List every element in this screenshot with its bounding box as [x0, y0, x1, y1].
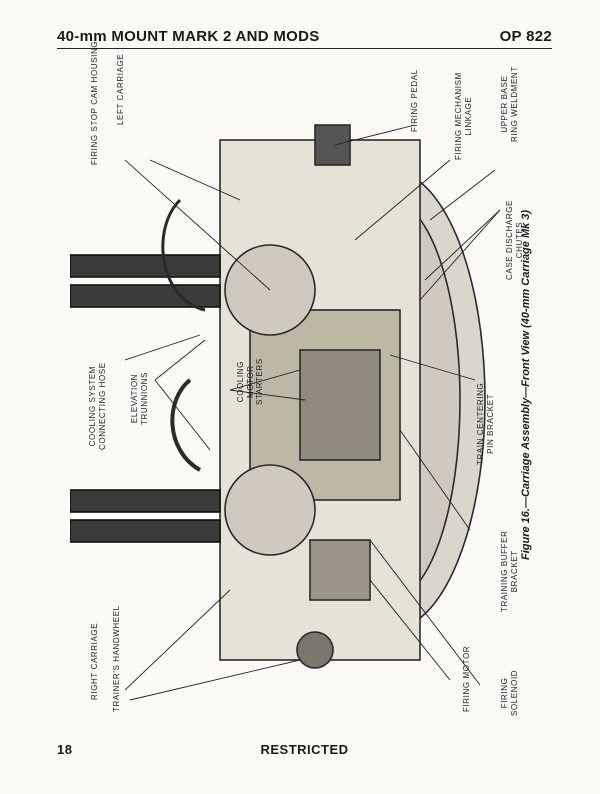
figure-caption: Figure 16.—Carriage Assembly—Front View …: [520, 209, 532, 560]
label-training-buffer-bracket: TRAINING BUFFER BRACKET: [500, 530, 519, 612]
label-upper-base-ring-weldment: UPPER BASE RING WELDMENT: [500, 66, 519, 142]
label-trainers-handwheel: TRAINER'S HANDWHEEL: [112, 605, 121, 712]
page-number: 18: [57, 742, 73, 757]
label-firing-mechanism-linkage: FIRING MECHANISM LINKAGE: [454, 72, 473, 160]
firing-motor: [309, 539, 371, 601]
label-right-carriage: RIGHT CARRIAGE: [90, 622, 99, 700]
carriage-assembly-illustration: [70, 124, 501, 701]
label-firing-stop-cam-housing: FIRING STOP CAM HOUSING: [90, 40, 99, 165]
cooling-hose: [170, 378, 202, 472]
label-firing-motor: FIRING MOTOR: [462, 645, 471, 712]
label-cooling-system-connecting-hose: COOLING SYSTEM CONNECTING HOSE: [88, 362, 107, 450]
label-train-centering-pin-bracket: TRAIN CENTERING PIN BRACKET: [476, 382, 495, 465]
leader-lines: [124, 124, 501, 701]
cooling-motor-starters: [299, 349, 381, 461]
right-trunnion: [224, 464, 316, 556]
lower-gun-barrels: [70, 489, 221, 543]
page-header: 40-mm MOUNT MARK 2 AND MODS OP 822: [57, 28, 552, 49]
label-left-carriage: LEFT CARRIAGE: [116, 53, 125, 125]
label-firing-solenoid: FIRING SOLENOID: [500, 669, 519, 716]
label-elevation-trunnions: ELEVATION TRUNNIONS: [130, 372, 149, 425]
trainers-handwheel: [296, 631, 334, 669]
label-cooling-motor-starters: COOLING MOTOR STARTERS: [236, 358, 264, 405]
classification-marking: RESTRICTED: [260, 742, 349, 757]
page-title: 40-mm MOUNT MARK 2 AND MODS: [57, 28, 320, 45]
label-firing-pedal: FIRING PEDAL: [410, 69, 419, 132]
document-id: OP 822: [499, 28, 552, 45]
firing-pedal: [314, 124, 351, 166]
upper-gun-barrels: [70, 254, 221, 308]
